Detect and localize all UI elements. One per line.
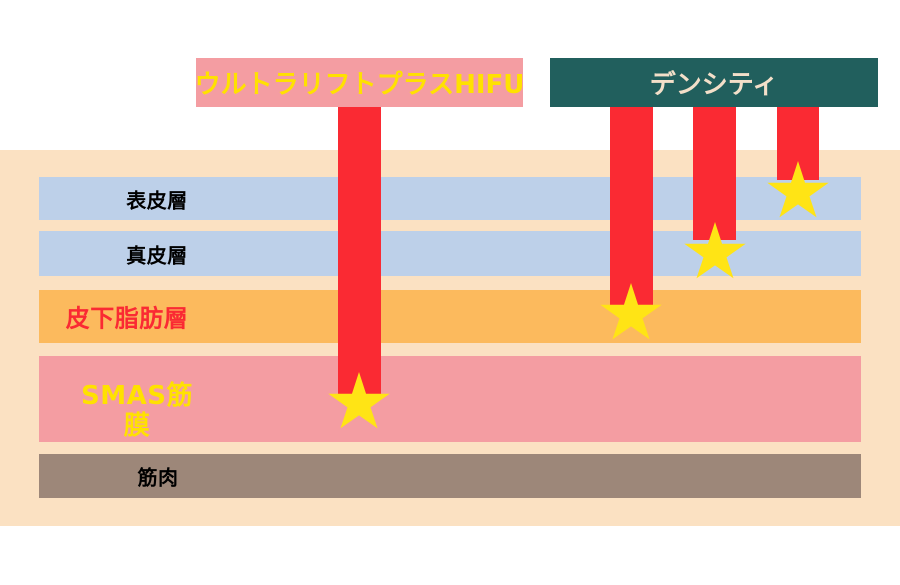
layer-label-smas-line1: SMAS筋 [81,381,193,412]
layer-label-muscle: 筋肉 [137,465,179,490]
layer-smas-fascia [39,356,861,442]
hifu-beam [338,107,381,395]
treatment-label-density: デンシティ [550,58,878,107]
layer-label-epidermis: 表皮層 [126,188,188,213]
layer-label-smas-line2: 膜 [123,411,151,441]
density-beam-mid [693,107,736,240]
layer-muscle [39,454,861,498]
density-beam-deep [610,107,653,307]
treatment-label-density-text: デンシティ [649,70,779,100]
treatment-label-hifu-text: ウルトラリフトプラスHIFU [194,70,525,100]
layer-label-subcutaneous-fat: 皮下脂肪層 [65,304,189,333]
layer-subcutaneous-fat [39,290,861,343]
treatment-label-hifu: ウルトラリフトプラスHIFU [194,58,525,107]
layer-label-dermis: 真皮層 [126,243,188,268]
layer-label-smas-fascia: SMAS筋 膜 [81,381,193,442]
